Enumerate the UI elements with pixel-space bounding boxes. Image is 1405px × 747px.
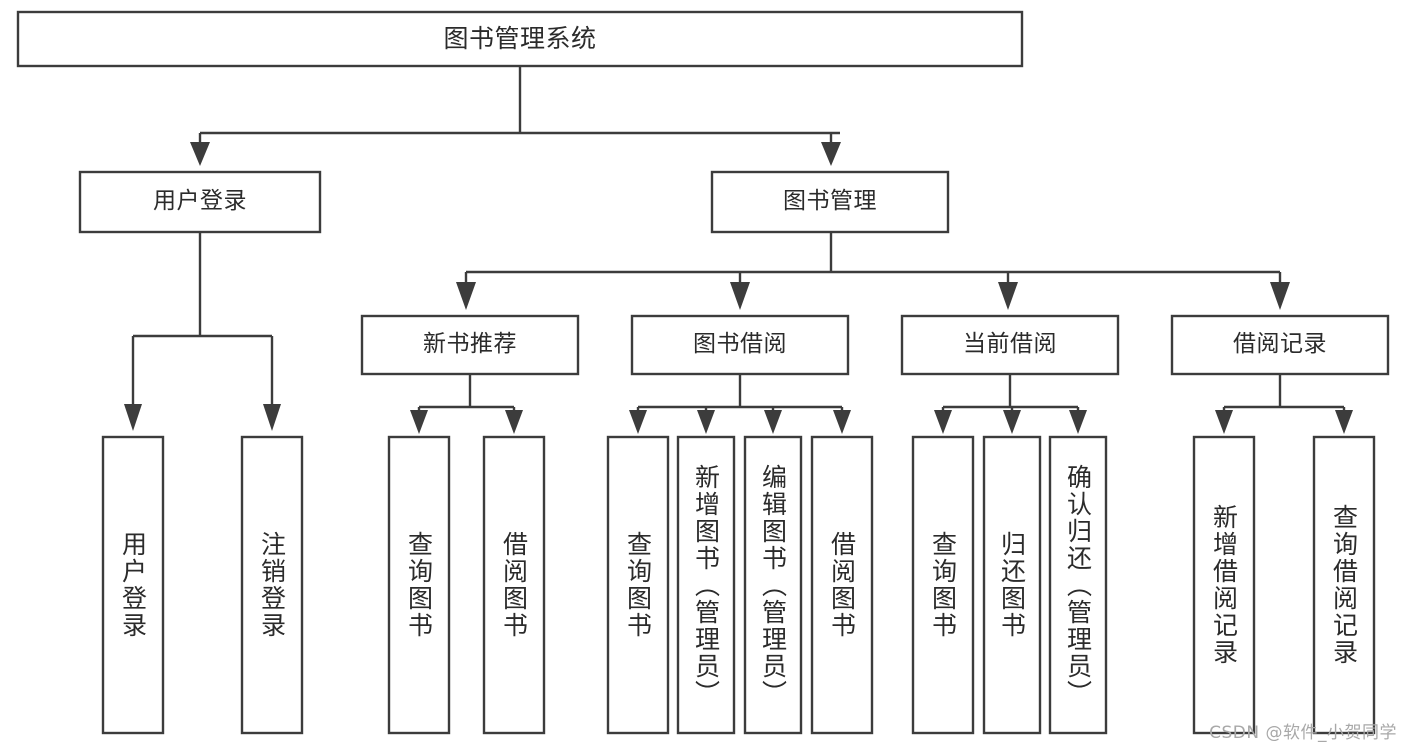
edge-group-new-book-rec	[410, 374, 523, 434]
edge-group-book-borrow	[629, 374, 851, 434]
arrow-head-icon	[697, 410, 715, 434]
watermark-text: CSDN @软件_小贺同学	[1209, 723, 1397, 743]
node-box-book-management[interactable]	[710, 170, 950, 234]
node-box-new-book-recommend[interactable]	[360, 314, 580, 376]
edge-group-borrow-record	[1215, 374, 1353, 434]
edge-group-user-login	[124, 232, 281, 431]
arrow-head-icon	[821, 142, 841, 166]
node-box-leaf-edit-book[interactable]	[743, 435, 803, 735]
node-box-leaf-logout[interactable]	[240, 435, 304, 735]
node-box-leaf-add-book[interactable]	[676, 435, 736, 735]
edge-group-current-borrow	[934, 374, 1087, 434]
arrow-head-icon	[730, 282, 750, 310]
node-box-leaf-add-borrow-record[interactable]	[1192, 435, 1256, 735]
node-box-leaf-query-borrow-record[interactable]	[1312, 435, 1376, 735]
node-box-book-borrow[interactable]	[630, 314, 850, 376]
arrow-head-icon	[190, 142, 210, 166]
node-box-leaf-return-book[interactable]	[982, 435, 1042, 735]
arrow-head-icon	[505, 410, 523, 434]
arrow-head-icon	[263, 404, 281, 431]
arrow-head-icon	[1215, 410, 1233, 434]
node-box-leaf-borrow-book-2[interactable]	[810, 435, 874, 735]
edge-group-root	[190, 66, 841, 166]
arrow-head-icon	[998, 282, 1018, 310]
arrow-head-icon	[764, 410, 782, 434]
arrow-head-icon	[1069, 410, 1087, 434]
arrow-head-icon	[934, 410, 952, 434]
node-box-borrow-record[interactable]	[1170, 314, 1390, 376]
node-box-current-borrow[interactable]	[900, 314, 1120, 376]
arrow-head-icon	[1335, 410, 1353, 434]
node-box-leaf-borrow-book-1[interactable]	[482, 435, 546, 735]
edge-group-book-mgmt	[456, 232, 1290, 310]
arrow-head-icon	[124, 404, 142, 431]
arrow-head-icon	[833, 410, 851, 434]
node-box-user-login[interactable]	[78, 170, 322, 234]
arrow-head-icon	[1003, 410, 1021, 434]
arrow-head-icon	[410, 410, 428, 434]
arrow-head-icon	[629, 410, 647, 434]
node-box-root[interactable]	[16, 10, 1024, 68]
node-box-leaf-confirm-return[interactable]	[1048, 435, 1108, 735]
arrow-head-icon	[1270, 282, 1290, 310]
node-box-leaf-query-book-3[interactable]	[911, 435, 975, 735]
arrow-head-icon	[456, 282, 476, 310]
node-box-leaf-query-book-1[interactable]	[387, 435, 451, 735]
node-box-leaf-user-login[interactable]	[101, 435, 165, 735]
node-box-leaf-query-book-2[interactable]	[606, 435, 670, 735]
